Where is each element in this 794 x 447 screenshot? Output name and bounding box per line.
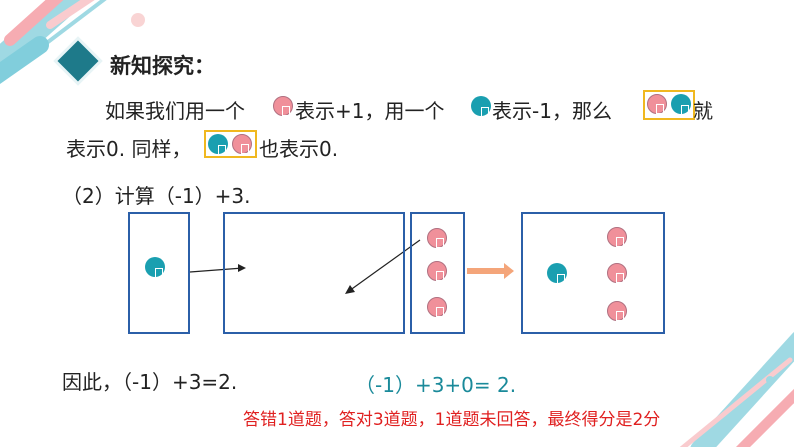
line1-text-d: 就 (693, 99, 713, 123)
conclusion-text: 因此，（-1）+3=2. (62, 370, 238, 394)
positive-chip-icon (232, 134, 252, 154)
positive-chip-icon (607, 227, 627, 247)
negative-chip-icon (208, 134, 228, 155)
line1-text-c: 表示-1，那么 (492, 99, 612, 123)
orange-arrow (467, 263, 514, 279)
negative-chip-icon (145, 257, 165, 278)
box-result (521, 212, 665, 334)
problem-text: （2）计算（-1）+3. (62, 184, 251, 208)
positive-chip-icon (647, 94, 667, 114)
line1-text-a: 如果我们用一个 (105, 99, 245, 123)
line2-text-a: 表示0. 同样， (66, 137, 192, 161)
line2-text-b: 也表示0. (259, 137, 339, 161)
arrow-right (189, 267, 244, 273)
negative-chip-icon (671, 94, 691, 115)
box-add (410, 212, 465, 334)
line1-text-b: 表示+1，用一个 (295, 99, 445, 123)
positive-chip-icon (427, 228, 447, 248)
box-workspace (223, 212, 405, 334)
arrow-left-down (348, 239, 421, 292)
negative-chip-icon (547, 263, 567, 284)
positive-chip-icon (427, 261, 447, 281)
zero-pair-box (643, 90, 695, 120)
equation-text: （-1）+3+0= 2. (355, 373, 517, 397)
positive-chip-icon (273, 96, 293, 116)
negative-chip-icon (471, 96, 491, 117)
diamond-icon (53, 36, 103, 86)
zero-pair-box (204, 130, 257, 158)
positive-chip-icon (607, 301, 627, 321)
positive-chip-icon (427, 297, 447, 317)
score-status: 答错1道题，答对3道题，1道题未回答，最终得分是2分 (243, 410, 661, 430)
positive-chip-icon (607, 263, 627, 283)
section-title: 新知探究： (110, 54, 215, 78)
box-start (128, 212, 190, 334)
